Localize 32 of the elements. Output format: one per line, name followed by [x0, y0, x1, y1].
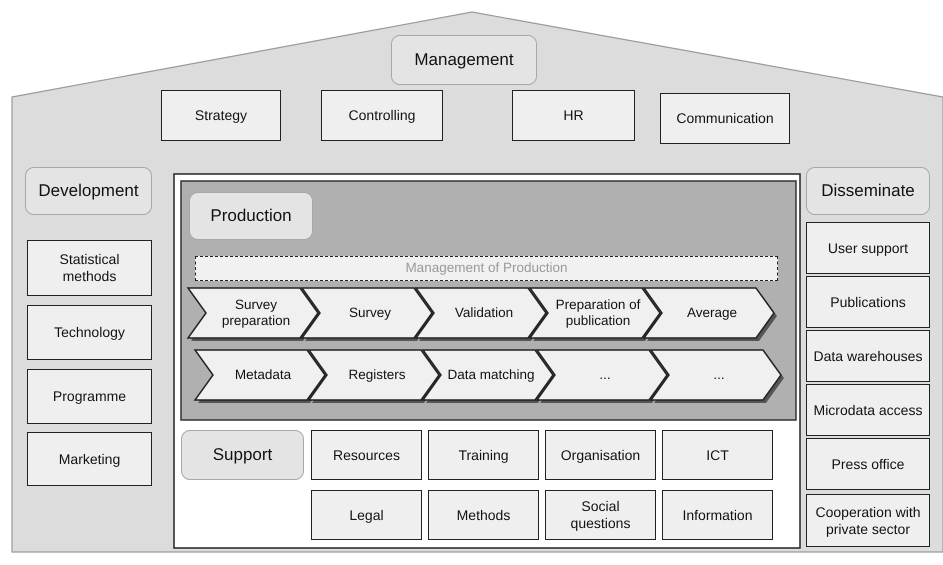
dashed-band: Management of Production	[195, 256, 778, 281]
step-label: Average	[686, 304, 738, 322]
function-box: ICT	[662, 430, 773, 480]
function-box: Press office	[806, 438, 930, 490]
function-box: Strategy	[161, 90, 281, 141]
function-box: Social questions	[545, 490, 656, 540]
step-label: Survey preparation	[220, 296, 292, 330]
section-heading: Development	[25, 167, 152, 215]
function-box: Controlling	[321, 90, 443, 141]
function-box: Training	[428, 430, 539, 480]
function-box: Legal	[311, 490, 422, 540]
function-box: Organisation	[545, 430, 656, 480]
step-label: Preparation of publication	[554, 296, 642, 330]
function-box: Technology	[27, 305, 152, 360]
function-box: Microdata access	[806, 384, 930, 436]
section-heading: Production	[189, 192, 313, 240]
function-box: Cooperation with private sector	[806, 494, 930, 547]
function-box: HR	[512, 90, 635, 141]
function-box: Methods	[428, 490, 539, 540]
function-box: Information	[662, 490, 773, 540]
section-heading: Support	[181, 430, 304, 480]
function-box: Resources	[311, 430, 422, 480]
function-box: Marketing	[27, 432, 152, 486]
function-box: Programme	[27, 369, 152, 424]
function-box: User support	[806, 222, 930, 274]
function-box: Statistical methods	[27, 240, 152, 296]
section-heading: Management	[391, 35, 537, 85]
section-heading: Disseminate	[806, 167, 930, 215]
function-box: Data warehouses	[806, 330, 930, 382]
function-box: Publications	[806, 276, 930, 328]
step-label: ...	[712, 366, 726, 384]
function-box: Communication	[660, 93, 790, 144]
